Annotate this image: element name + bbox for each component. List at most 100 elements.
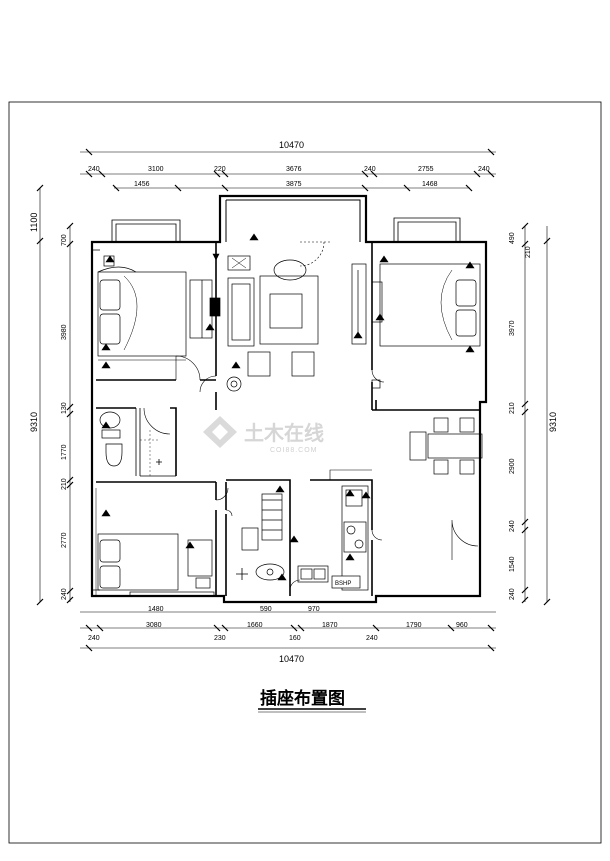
right-dim: 3970: [509, 320, 516, 336]
socket-icon: [101, 421, 111, 429]
watermark: 土木在线 COI88.COM: [203, 416, 324, 454]
top-dim-2: 3875: [286, 181, 302, 188]
drawing-title: 插座布置图: [258, 688, 366, 713]
armchair: [247, 351, 271, 377]
walls: [90, 194, 488, 604]
dimension-lines: [36, 148, 551, 652]
top-dim-2: 1456: [134, 181, 150, 188]
watermark-site: COI88.COM: [270, 447, 318, 454]
drawing-frame: [8, 101, 602, 844]
left-dimensions: 9310 1100 700 3980 130 1770 210 2770 240: [29, 213, 68, 600]
top-dim: 3676: [286, 166, 302, 173]
right-dim: 210: [509, 402, 516, 414]
top-dimensions: 10470 240 3100 220 3676 240 2755 240 145…: [88, 140, 490, 188]
bed: [379, 263, 481, 347]
socket-icon: [212, 253, 220, 261]
bottom-dim: 240: [366, 635, 378, 642]
rug: [259, 275, 319, 345]
socket-icon: [101, 509, 111, 517]
bottom-dimensions: 1480 590 970 240 3080 230 1660 160 1870 …: [88, 606, 468, 664]
fridge-label: BSHP: [335, 581, 351, 587]
top-dim: 220: [214, 166, 226, 173]
doors: [143, 241, 479, 591]
bottom-dim: 1790: [406, 622, 422, 629]
socket-icon: [205, 323, 215, 331]
sink: [297, 565, 329, 583]
bottom-dim: 160: [289, 635, 301, 642]
socket-icon: [101, 361, 111, 369]
bottom-dim-1: 970: [308, 606, 320, 613]
right-dim: 1540: [509, 556, 516, 572]
socket-icon: [345, 489, 355, 497]
dining-table: [427, 433, 483, 459]
bed: [97, 533, 179, 591]
tv-cabinet: [351, 263, 367, 345]
third-bedroom-furniture: [95, 488, 215, 597]
bottom-dim-1: 1480: [148, 606, 164, 613]
bottom-dim: 1660: [247, 622, 263, 629]
coffee-table: [269, 293, 303, 329]
socket-icon: [465, 261, 475, 269]
socket-icon: [379, 255, 389, 263]
socket-icon: [185, 541, 195, 549]
watermark-logo-icon: [203, 416, 237, 448]
bed: [97, 271, 187, 357]
armchair: [291, 351, 315, 377]
bottom-dim: 960: [456, 622, 468, 629]
socket-icon: [361, 491, 371, 499]
socket-icon: [249, 233, 259, 241]
kitchen-fixtures: BSHP: [297, 469, 372, 591]
right-dim: 2900: [509, 458, 516, 474]
left-total-dim: 9310: [29, 412, 39, 432]
bathroom-fixtures: [99, 411, 162, 476]
socket-icon: [231, 361, 241, 369]
right-dim: 240: [509, 588, 516, 600]
socket-icon: [289, 535, 299, 543]
bottom-total-dim: 10470: [279, 654, 304, 664]
bottom-dim-1: 590: [260, 606, 272, 613]
left-dim: 700: [61, 234, 68, 246]
left-dim: 130: [61, 402, 68, 414]
socket-icon: [375, 313, 385, 321]
washbasin: [255, 563, 285, 581]
top-dim: 240: [88, 166, 100, 173]
left-dim: 210: [61, 478, 68, 490]
right-dim: 490: [509, 232, 516, 244]
bottom-dim: 3080: [146, 622, 162, 629]
left-dim: 3980: [61, 324, 68, 340]
socket-icon: [353, 331, 363, 339]
socket-icon: [105, 255, 115, 263]
socket-icon: [465, 345, 475, 353]
middle-bathroom-fixtures: [236, 493, 285, 581]
bottom-dim: 1870: [322, 622, 338, 629]
top-total-dim: 10470: [279, 140, 304, 150]
socket-icon: [275, 485, 285, 493]
top-dim: 3100: [148, 166, 164, 173]
socket-icon: [277, 573, 287, 581]
right-dimensions: 490 210 3970 210 2900 240 1540 240 9310: [509, 232, 558, 600]
living-room-furniture: [226, 255, 367, 392]
left-dim: 2770: [61, 532, 68, 548]
sofa: [227, 277, 255, 347]
fridge: [331, 575, 361, 589]
kitchen-counter: [341, 485, 369, 591]
second-bedroom-furniture: [371, 263, 481, 389]
desk: [187, 539, 213, 577]
toilet: [105, 443, 123, 467]
bottom-dim: 240: [88, 635, 100, 642]
drawing-title-text: 插座布置图: [260, 688, 345, 709]
right-dim: 240: [509, 520, 516, 532]
top-dim-2: 1468: [422, 181, 438, 188]
top-dim: 240: [364, 166, 376, 173]
left-dim: 240: [61, 588, 68, 600]
socket-icon: [101, 343, 111, 351]
bottom-dim: 230: [214, 635, 226, 642]
socket-icon: [345, 553, 355, 561]
top-dim: 240: [478, 166, 490, 173]
stove: [343, 521, 367, 553]
master-bedroom-furniture: [97, 255, 221, 361]
washbasin: [99, 411, 121, 429]
right-dim: 210: [525, 246, 532, 258]
left-dim: 1770: [61, 444, 68, 460]
